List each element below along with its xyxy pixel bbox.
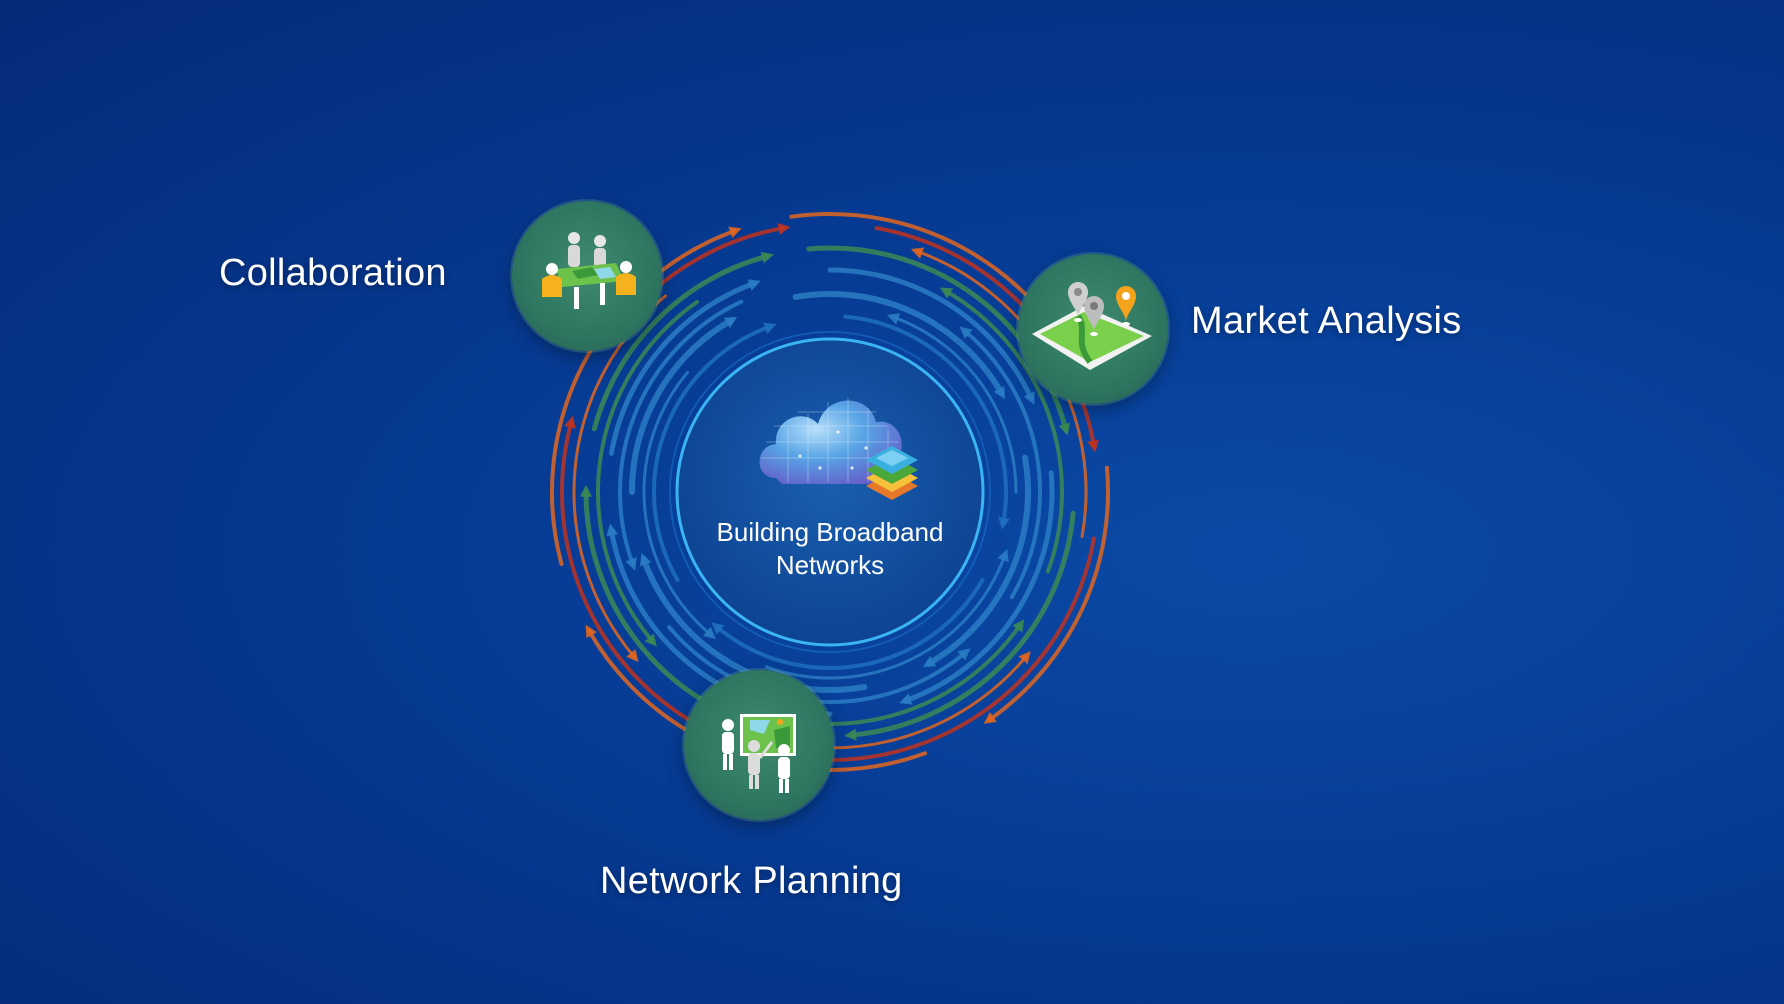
ring-arc — [944, 289, 1064, 574]
ring-arc — [629, 317, 734, 495]
ring-arc — [560, 420, 698, 727]
ring-arc — [848, 510, 1076, 738]
ring-arrowhead — [564, 415, 576, 429]
ring-arrowhead — [886, 313, 901, 325]
ring-arc — [652, 324, 772, 582]
ring-arrowhead — [763, 322, 777, 334]
ring-arc — [714, 578, 985, 670]
ring-arc — [987, 465, 1110, 722]
ring-arrowhead — [983, 712, 997, 724]
ring-arrowhead — [625, 557, 637, 571]
ring-arc — [618, 299, 744, 566]
ring-arrowhead — [993, 385, 1006, 400]
ring-arrowhead — [959, 326, 973, 339]
center-title-line1: Building Broadband — [716, 517, 944, 547]
ring-arrowhead — [910, 247, 925, 259]
ring-arrowhead — [760, 251, 774, 264]
ring-arc — [781, 536, 1096, 762]
ring-arrowhead — [580, 484, 592, 497]
ring-arc — [642, 370, 712, 636]
ring-arrowhead — [711, 622, 725, 635]
ring-arrowhead — [639, 552, 652, 567]
ring-arc — [591, 253, 770, 432]
ring-arrowhead — [1023, 391, 1035, 405]
ring-arrowhead — [1012, 619, 1025, 633]
ring-arrowhead — [1018, 651, 1031, 665]
planning-board-icon — [722, 714, 796, 793]
ring-arc — [843, 314, 1008, 525]
ring-arrowhead — [997, 548, 1009, 563]
ring-arrowhead — [606, 523, 619, 537]
market-analysis-label: Market Analysis — [1191, 300, 1462, 342]
collaboration-node[interactable] — [512, 201, 662, 351]
ring-arc — [764, 554, 1007, 680]
collaboration-label: Collaboration — [219, 252, 447, 294]
ring-arrowhead — [585, 624, 597, 639]
ring-arrowhead — [644, 633, 657, 647]
ring-arrowhead — [939, 287, 954, 299]
map-pins-icon — [1032, 282, 1152, 370]
ring-arc — [827, 267, 1034, 401]
market-analysis-node[interactable] — [1018, 254, 1168, 404]
ring-arrowhead — [844, 728, 857, 741]
ring-arc — [640, 556, 868, 693]
center-title: Building Broadband Networks — [700, 516, 960, 582]
ring-arc — [550, 228, 737, 566]
ring-arrowhead — [747, 279, 761, 291]
ring-arrowhead — [723, 316, 738, 329]
ring-arc — [792, 291, 1005, 396]
ring-arrowhead — [1058, 422, 1071, 436]
ring-arc — [608, 280, 757, 456]
ring-arrowhead — [998, 516, 1011, 530]
ring-arrowhead — [1087, 439, 1100, 453]
team-table-icon — [542, 232, 636, 309]
ring-arrowhead — [899, 693, 913, 705]
ring-arc — [962, 329, 1042, 599]
ring-arrowhead — [728, 226, 742, 239]
ring-arrowhead — [922, 655, 937, 668]
ring-arrowhead — [957, 648, 971, 661]
ring-arc — [903, 470, 1055, 704]
ring-arrowhead — [626, 649, 639, 663]
network-planning-node[interactable] — [684, 670, 834, 820]
center-title-line2: Networks — [775, 550, 885, 580]
ring-arc — [596, 299, 699, 644]
ring-arc — [926, 454, 1031, 667]
ring-arrowhead — [702, 626, 716, 640]
ring-arrowhead — [777, 222, 791, 235]
network-planning-label: Network Planning — [600, 860, 903, 902]
ring-arc — [892, 315, 1018, 494]
cloud-layers-icon — [759, 398, 918, 500]
